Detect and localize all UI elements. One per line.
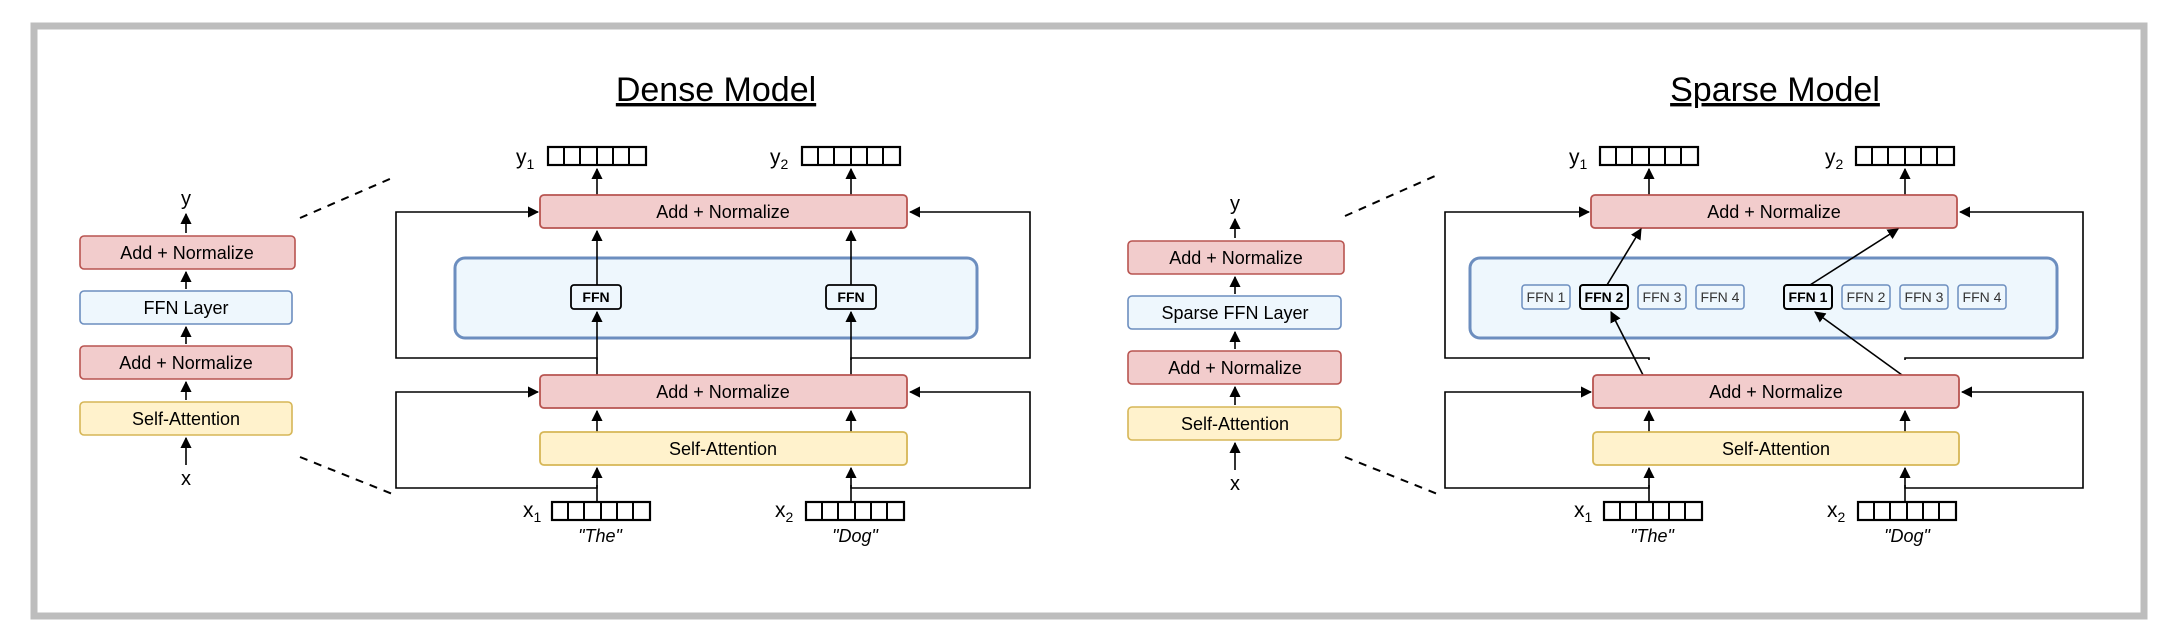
sparse-left-experts: FFN 1 FFN 2 FFN 3 FFN 4 [1521,284,1745,310]
dense-x1: x1 [523,499,542,525]
sparse-zoom-line-bottom [1344,456,1441,496]
sparse-small-add-norm-bottom [1127,350,1342,385]
left-expert-ffn1-label: FFN 1 [1527,289,1566,305]
sparse-add-norm-bottom [1592,374,1960,409]
dense-ffn-left [570,284,622,310]
dense-small-add-norm-top-label: Add + Normalize [120,243,254,263]
sparse-small-add-norm-bottom-label: Add + Normalize [1168,358,1302,378]
dense-small-y: y [181,188,191,210]
left-expert-ffn4-label: FFN 4 [1701,289,1740,305]
dense-small-x: x [181,468,191,490]
dense-attn-label: Self-Attention [669,439,777,459]
sparse-x2: x2 [1827,499,1846,525]
right-expert-ffn2 [1841,284,1891,310]
dense-small-add-norm-top [79,235,296,270]
right-expert-ffn4 [1957,284,2007,310]
sparse-attn-label: Self-Attention [1722,439,1830,459]
dense-ffn-left-label: FFN [582,289,609,305]
dense-x2-vector [804,500,906,522]
dense-y1-vector [546,145,648,167]
right-expert-ffn1-label: FFN 1 [1789,289,1828,305]
sparse-word2: "Dog" [1884,526,1931,546]
dense-small-add-norm-bottom-label: Add + Normalize [119,353,253,373]
sparse-x1-vector [1602,500,1704,522]
left-expert-ffn3 [1637,284,1687,310]
left-expert-ffn1 [1521,284,1571,310]
dense-y2: y2 [770,146,789,172]
dense-add-norm-bottom [539,374,908,409]
dense-detail: y1 y2 Add + Normalize [395,145,1031,546]
right-expert-ffn3 [1899,284,1949,310]
left-expert-ffn2 [1579,284,1629,310]
dense-y2-vector [800,145,902,167]
dense-add-norm-top-label: Add + Normalize [656,202,790,222]
dense-add-norm-top [539,194,908,229]
left-expert-ffn4 [1695,284,1745,310]
dense-y1: y1 [516,146,535,172]
sparse-y2: y2 [1825,146,1844,172]
sparse-y1: y1 [1569,146,1588,172]
dense-small-ffn-label: FFN Layer [143,298,228,318]
dense-word2: "Dog" [832,526,879,546]
sparse-add-norm-top [1590,194,1958,229]
sparse-y2-vector [1854,145,1956,167]
dense-title: Dense Model [616,71,816,109]
dense-x2: x2 [775,499,794,525]
dense-ffn-container [453,256,979,340]
sparse-small-stack: y Add + Normalize Sparse FFN Layer Add +… [1127,193,1345,495]
dense-small-ffn [79,290,293,325]
dense-word1: "The" [578,526,623,546]
sparse-small-y: y [1230,193,1240,215]
sparse-detail: y1 y2 Add + Normalize [1444,145,2084,546]
right-expert-ffn2-label: FFN 2 [1847,289,1886,305]
sparse-title: Sparse Model [1670,71,1880,109]
sparse-attn [1592,431,1960,466]
dense-small-stack: y Add + Normalize FFN Layer Add + Normal… [79,188,296,490]
sparse-small-attn [1127,406,1342,441]
dense-ffn-right [825,284,877,310]
dense-zoom-line-top [299,177,393,219]
sparse-right-experts: FFN 1 FFN 2 FFN 3 FFN 4 [1783,284,2007,310]
dense-x1-vector [550,500,652,522]
dense-model: Dense Model y Add + Normalize FFN Layer … [79,71,1031,546]
sparse-small-ffn [1127,295,1342,330]
sparse-small-add-norm-top-label: Add + Normalize [1169,248,1303,268]
sparse-y1-vector [1598,145,1700,167]
sparse-small-add-norm-top [1127,240,1345,275]
sparse-word1: "The" [1630,526,1675,546]
left-expert-ffn3-label: FFN 3 [1643,289,1682,305]
sparse-model: Sparse Model y Add + Normalize Sparse FF… [1127,71,2084,546]
sparse-zoom-line-top [1344,175,1436,217]
sparse-small-ffn-label: Sparse FFN Layer [1161,303,1308,323]
right-expert-ffn3-label: FFN 3 [1905,289,1944,305]
right-expert-ffn4-label: FFN 4 [1963,289,2002,305]
right-expert-ffn1 [1783,284,1833,310]
dense-small-add-norm-bottom [79,345,293,380]
dense-zoom-line-bottom [299,456,396,496]
sparse-add-norm-top-label: Add + Normalize [1707,202,1841,222]
sparse-small-x: x [1230,473,1240,495]
dense-ffn-right-label: FFN [837,289,864,305]
dense-small-attn-label: Self-Attention [132,409,240,429]
dense-add-norm-bottom-label: Add + Normalize [656,382,790,402]
sparse-x1: x1 [1574,499,1593,525]
dense-attn [539,431,908,466]
left-expert-ffn2-label: FFN 2 [1585,289,1624,305]
sparse-add-norm-bottom-label: Add + Normalize [1709,382,1843,402]
sparse-small-attn-label: Self-Attention [1181,414,1289,434]
sparse-x2-vector [1856,500,1958,522]
dense-small-attn [79,401,293,436]
